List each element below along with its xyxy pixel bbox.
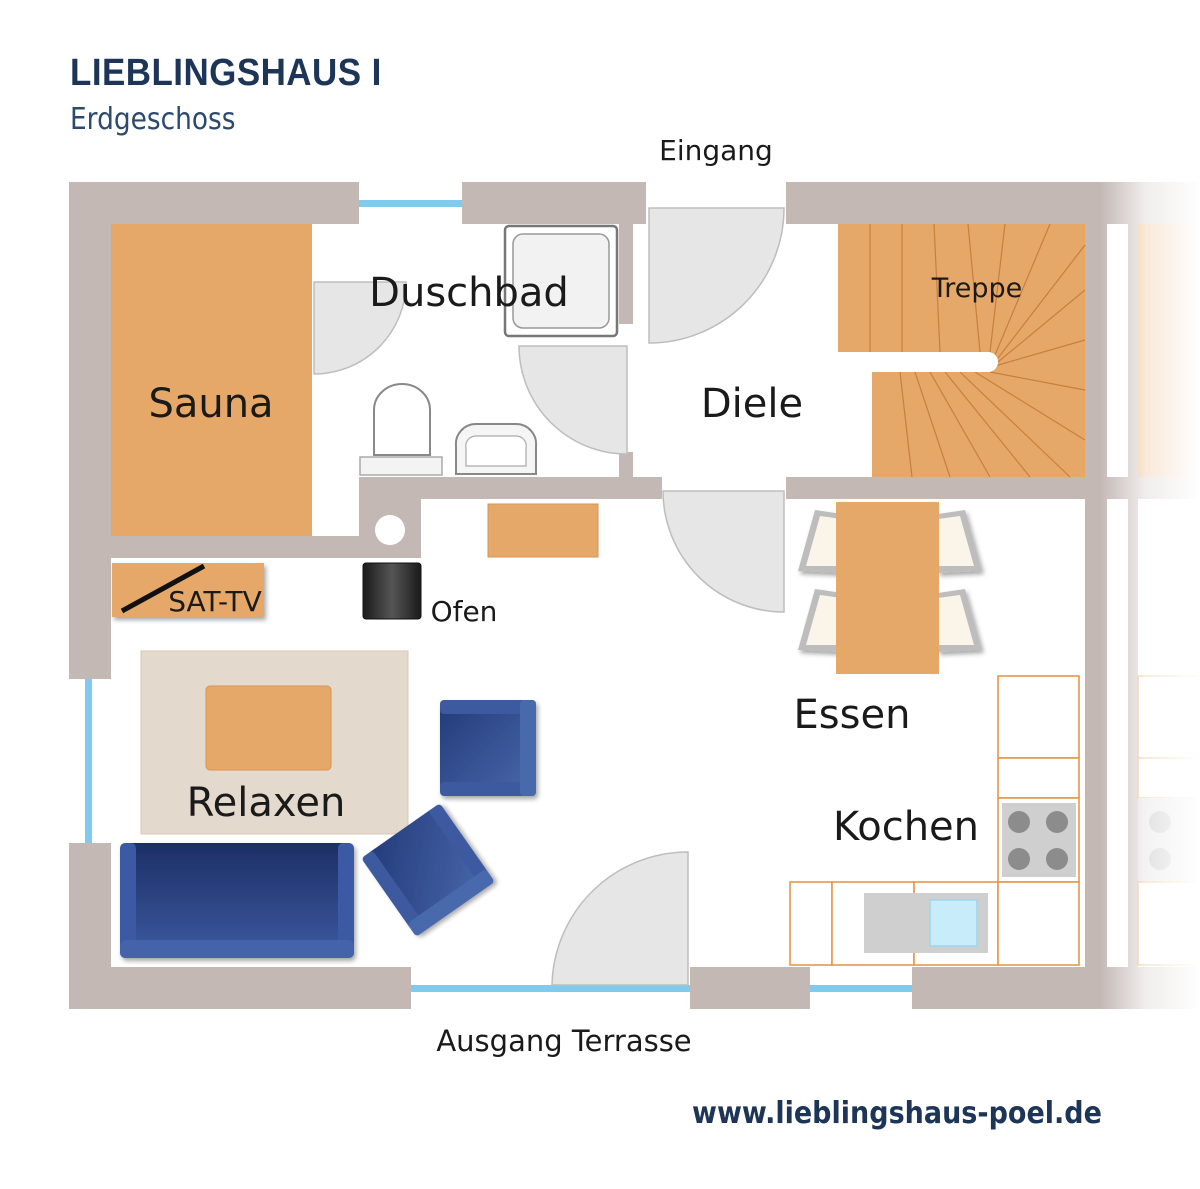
label-relax: Relaxen: [187, 780, 346, 826]
label-hall: Diele: [701, 381, 803, 427]
label-terrace-exit: Ausgang Terrasse: [436, 1024, 691, 1058]
stove-icon: [362, 562, 422, 620]
sauna-door: [313, 281, 407, 375]
toilet-icon: [359, 383, 443, 476]
armchair-icon-2: [362, 804, 494, 936]
terrace-door: [551, 851, 689, 986]
label-entrance: Eingang: [659, 134, 773, 167]
hall-door: [662, 490, 785, 613]
windows: [85, 200, 912, 992]
label-sat-tv: SAT-TV: [168, 585, 262, 618]
coffee-table: [205, 685, 332, 771]
sideboard: [487, 503, 599, 558]
label-stove: Ofen: [431, 595, 498, 628]
bath-door: [518, 345, 628, 455]
sink-icon: [864, 893, 988, 953]
dining-chairs: [798, 510, 982, 652]
cooktop-icon: [1002, 803, 1076, 877]
label-dining: Essen: [794, 692, 911, 738]
page-title: LIEBLINGSHAUS I: [70, 52, 382, 94]
entrance-door: [648, 207, 785, 344]
chimney-icon: [375, 515, 405, 545]
fade-overlay: [1100, 170, 1200, 1020]
sauna-room: [111, 224, 312, 536]
shower-tray: [503, 224, 619, 338]
label-sauna: Sauna: [148, 381, 273, 427]
sofa-icon: [120, 843, 354, 958]
washbasin-icon: [454, 422, 538, 475]
label-stairs: Treppe: [931, 273, 1023, 304]
label-cooking: Kochen: [833, 804, 979, 850]
page-subtitle: Erdgeschoss: [70, 102, 236, 137]
staircase: [838, 223, 1086, 478]
armchair-icon: [440, 700, 536, 796]
dining-table: [836, 502, 939, 674]
tv-board: [112, 563, 264, 617]
walls: [69, 182, 1200, 1009]
label-shower-bath: Duschbad: [369, 270, 569, 316]
website-link[interactable]: www.lieblingshaus-poel.de: [692, 1096, 1102, 1131]
